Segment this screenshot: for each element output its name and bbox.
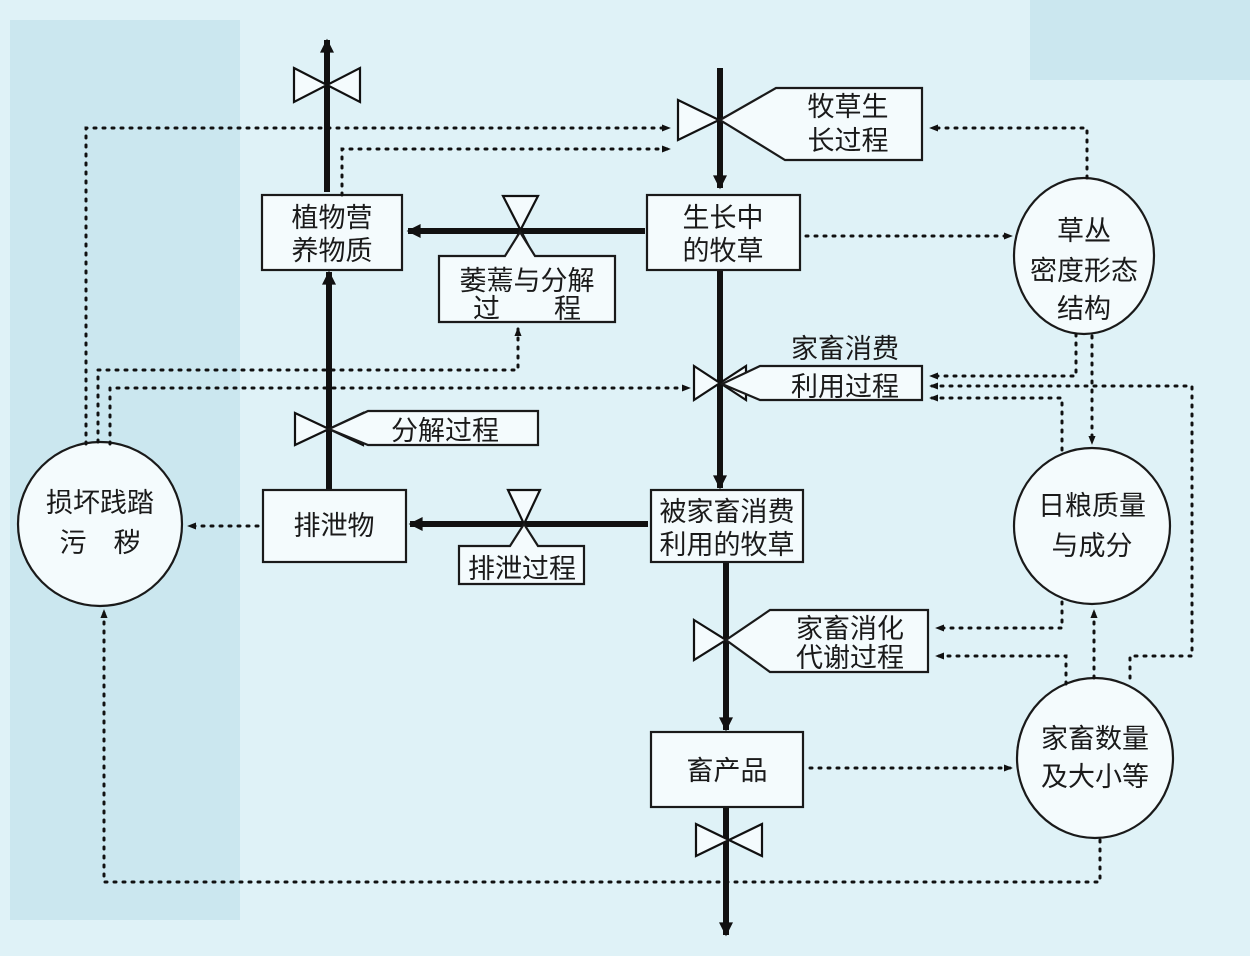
label-line: 家畜消费 bbox=[791, 334, 899, 365]
aux-livestock-numbers: 家畜数量 及大小等 bbox=[1015, 676, 1175, 840]
link-numbers-to-consumption bbox=[928, 382, 1194, 680]
label-line: 利用过程 bbox=[791, 372, 899, 403]
label-line: 损坏践踏 bbox=[46, 488, 154, 519]
aux-sward-structure: 草丛 密度形态 结构 bbox=[1012, 176, 1156, 336]
state-growing-forage: 生长中 的牧草 bbox=[645, 193, 802, 272]
link-nutrients-to-growth bbox=[340, 145, 672, 197]
label-line: 畜产品 bbox=[687, 756, 768, 787]
state-consumed-forage: 被家畜消费 利用的牧草 bbox=[649, 488, 805, 564]
label-line: 牧草生 bbox=[808, 92, 889, 123]
link-sward-to-consumption bbox=[928, 332, 1078, 380]
label-line: 植物营 bbox=[292, 203, 373, 234]
process-wilting-decomposition: 萎蔫与分解 过 程 bbox=[437, 229, 617, 325]
label-line: 代谢过程 bbox=[796, 643, 904, 674]
link-damage-to-consumption bbox=[108, 384, 692, 446]
valve-nutrients-outflow bbox=[292, 66, 362, 104]
link-damage-to-wilting bbox=[96, 326, 522, 444]
state-excreta: 排泄物 bbox=[261, 488, 408, 564]
link-damage-to-growth bbox=[84, 124, 672, 446]
label-line: 日粮质量 bbox=[1038, 491, 1146, 522]
valve-consumption bbox=[692, 363, 748, 403]
process-digestion-metabolism: 家畜消化 代谢过程 bbox=[724, 608, 930, 674]
state-plant-nutrients: 植物营 养物质 bbox=[260, 193, 404, 272]
label-line: 萎蔫与分解 bbox=[460, 266, 595, 297]
label-line: 养物质 bbox=[292, 236, 373, 267]
process-consumption-utilization: 家畜消费 利用过程 bbox=[719, 334, 924, 403]
process-forage-growth: 牧草生 长过程 bbox=[717, 86, 924, 162]
aux-ration-quality: 日粮质量 与成分 bbox=[1012, 446, 1172, 606]
label-line: 利用的牧草 bbox=[660, 530, 795, 561]
aux-damage-trampling: 损坏践踏 污 秽 bbox=[16, 440, 184, 608]
label-line: 家畜数量 bbox=[1041, 724, 1149, 755]
label-line: 长过程 bbox=[808, 126, 889, 157]
label-line: 结构 bbox=[1057, 294, 1111, 325]
label-line: 被家畜消费 bbox=[660, 497, 795, 528]
label-line: 及大小等 bbox=[1041, 762, 1149, 793]
link-sward-to-growth bbox=[928, 124, 1089, 180]
link-numbers-to-damage bbox=[100, 608, 1102, 884]
state-animal-products: 畜产品 bbox=[649, 730, 805, 809]
process-excretion: 排泄过程 bbox=[457, 521, 586, 586]
label-line: 污 秽 bbox=[60, 528, 141, 559]
label-line: 的牧草 bbox=[683, 236, 764, 267]
label-line: 生长中 bbox=[683, 203, 764, 234]
label-line: 家畜消化 bbox=[796, 614, 904, 645]
label-line: 排泄物 bbox=[294, 511, 375, 542]
link-ration-to-digestion bbox=[934, 600, 1064, 632]
label-line: 草丛 bbox=[1057, 216, 1111, 247]
information-links bbox=[84, 124, 1194, 884]
link-ration-to-consumption bbox=[928, 394, 1064, 452]
label-line: 分解过程 bbox=[391, 416, 499, 447]
material-flows bbox=[320, 38, 733, 937]
process-decomposition: 分解过程 bbox=[326, 409, 540, 447]
link-numbers-to-digestion bbox=[934, 652, 1068, 686]
label-line: 密度形态 bbox=[1030, 256, 1138, 287]
label-line: 与成分 bbox=[1052, 531, 1133, 562]
label-line: 过 程 bbox=[473, 294, 581, 325]
label-line: 排泄过程 bbox=[468, 554, 576, 585]
valve-products-outflow bbox=[694, 822, 764, 858]
